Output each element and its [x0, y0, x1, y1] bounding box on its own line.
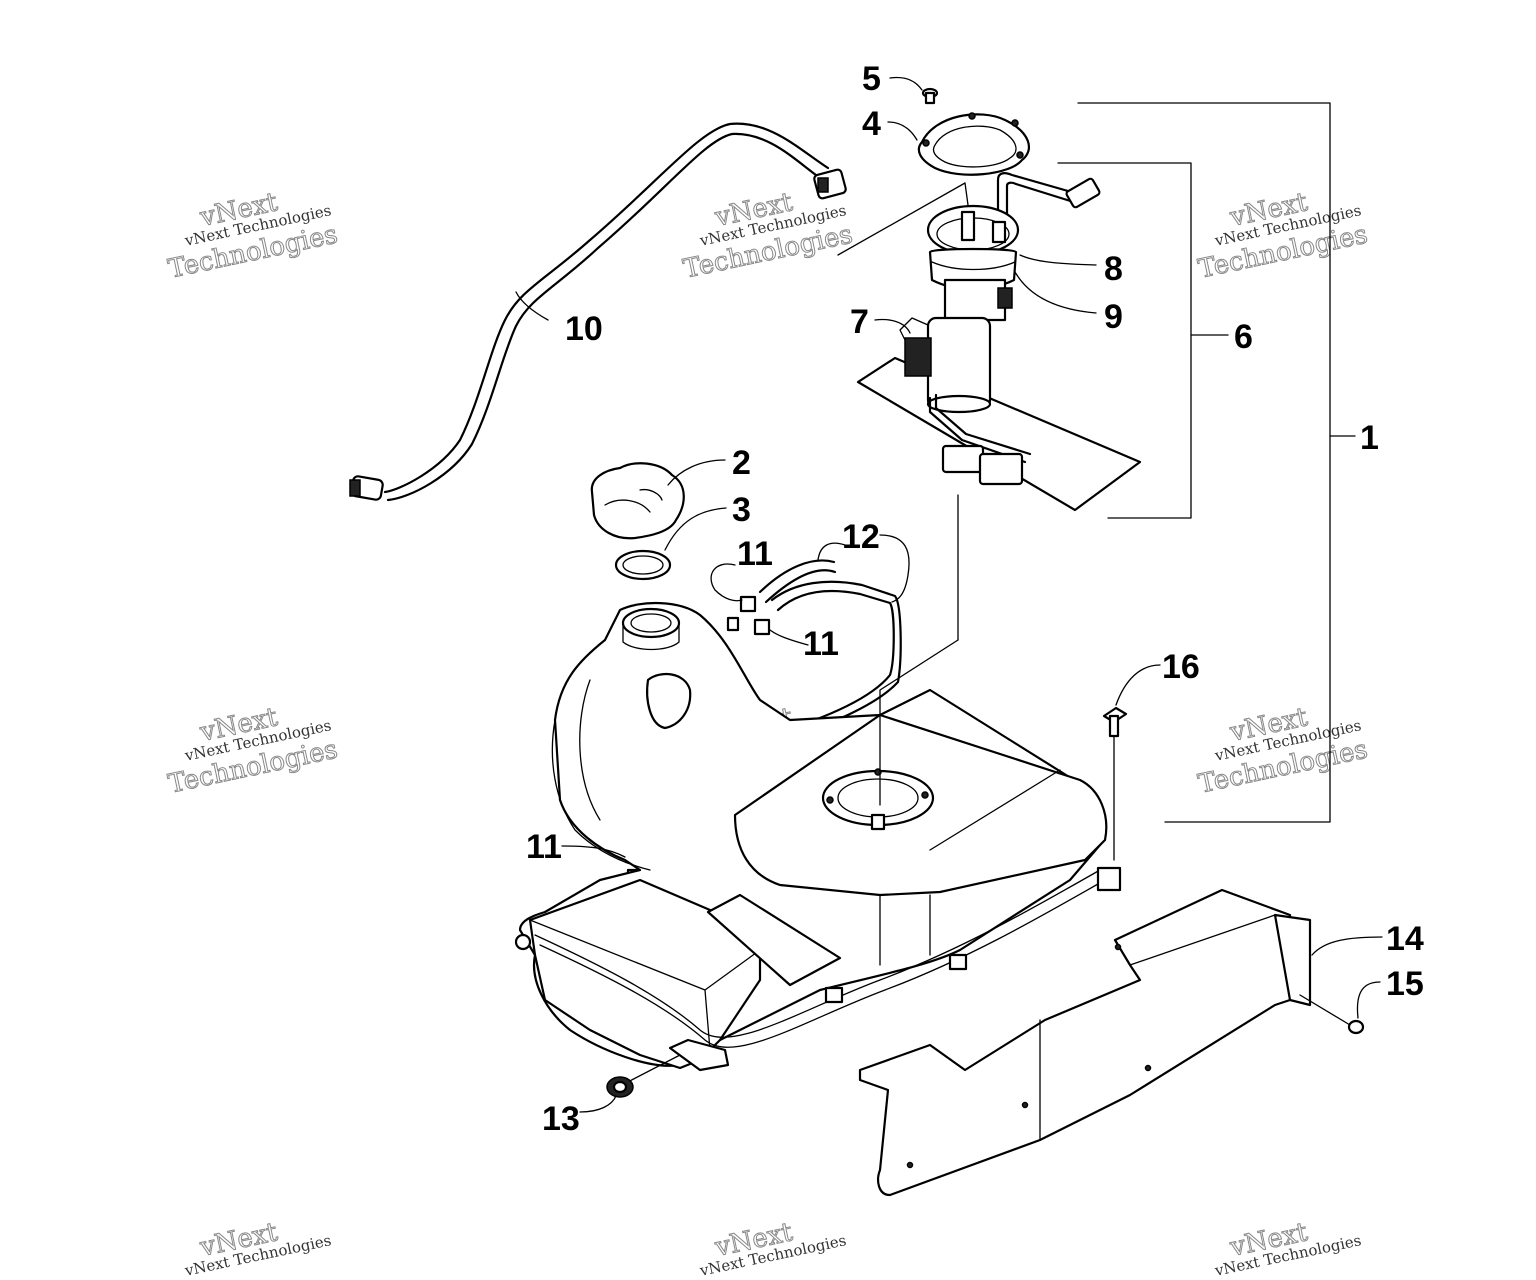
- callout-16: 16: [1162, 648, 1200, 686]
- watermark: vNext vNext Technologies: [697, 1217, 847, 1280]
- watermark: vNext vNext Technologies Technologies: [1195, 187, 1371, 285]
- assembly-brackets: [1057, 102, 1356, 823]
- vent-hose: [349, 122, 847, 502]
- tank-mount-stud: [514, 933, 532, 951]
- tank-cutout: [646, 672, 692, 730]
- drain-plug: [606, 1054, 681, 1098]
- callout-15: 15: [1386, 965, 1424, 1003]
- watermark: vNext vNext Technologies Technologies: [165, 702, 341, 800]
- hose-connector-clip: [349, 479, 361, 497]
- callout-12: 12: [842, 518, 880, 556]
- leader-lines: [515, 76, 1383, 1113]
- callout-14: 14: [1386, 920, 1424, 958]
- callout-3: 3: [732, 491, 751, 529]
- heat-shield: [858, 888, 1351, 1197]
- callout-11: 11: [526, 828, 562, 866]
- pump-bracket: [943, 278, 1007, 322]
- fuel-cap: [590, 462, 685, 540]
- callout-6: 6: [1234, 318, 1253, 356]
- callout-13: 13: [542, 1100, 580, 1138]
- callout-9: 9: [1104, 298, 1123, 336]
- watermark: vNext vNext Technologies: [182, 1217, 332, 1280]
- fitting: [739, 595, 757, 613]
- bolt-hole: [1011, 119, 1019, 127]
- pump-outlet-fitting: [1065, 177, 1101, 209]
- tank-mount-tab: [1096, 866, 1122, 892]
- hose-connector-clip: [817, 177, 829, 193]
- heat-shield-flange: [1273, 913, 1312, 1007]
- callout-1: 1: [1360, 419, 1379, 457]
- fitting: [726, 616, 740, 632]
- pump-screw: [921, 87, 939, 105]
- callout-11: 11: [803, 625, 839, 663]
- watermark: vNext vNext Technologies Technologies: [165, 187, 341, 285]
- pump-gasket: [917, 112, 1031, 176]
- pump-fitting: [960, 210, 976, 242]
- callout-8: 8: [1104, 250, 1123, 288]
- fuel-level-sender: [904, 337, 932, 377]
- bolt-hole: [968, 112, 976, 120]
- bracket-assembly-1: [1077, 102, 1331, 823]
- callout-4: 4: [862, 105, 881, 143]
- pump-fitting: [991, 220, 1007, 244]
- fuel-pump-assembly: [837, 172, 1142, 512]
- cap-seal: [614, 549, 672, 581]
- callout-5: 5: [862, 60, 881, 98]
- callout-7: 7: [850, 303, 869, 341]
- callouts: 1 2 3 4 5 6 7 8 9 10 11 11 11 12 13 14 1…: [526, 60, 1424, 1138]
- pump-connector: [997, 287, 1013, 309]
- push-rivet: [1347, 1019, 1365, 1035]
- drain-fitting: [668, 1038, 730, 1072]
- tank-mount-stud: [824, 986, 844, 1004]
- pump-pad: [856, 356, 1142, 512]
- watermark: vNext vNext Technologies Technologies: [680, 187, 856, 285]
- tank-recess: [706, 893, 842, 987]
- tank-bolt: [1102, 706, 1128, 861]
- callout-10: 10: [565, 310, 603, 348]
- watermark: vNext vNext Technologies Technologies: [1195, 702, 1371, 800]
- bolt-hole: [1016, 151, 1024, 159]
- pump-body: [926, 316, 992, 410]
- pump-harness-plug: [978, 452, 1024, 486]
- pump-harness-plug: [941, 444, 985, 474]
- fitting: [753, 618, 771, 636]
- bolt-hole: [922, 139, 930, 147]
- callout-11: 11: [737, 535, 773, 573]
- callout-2: 2: [732, 444, 751, 482]
- pump-mount-stud: [870, 813, 886, 831]
- tank-mount-stud: [948, 953, 968, 971]
- bracket-assembly-6: [1057, 162, 1192, 519]
- fuel-tank: [514, 602, 1122, 1072]
- watermark: vNext vNext Technologies: [1212, 1217, 1362, 1280]
